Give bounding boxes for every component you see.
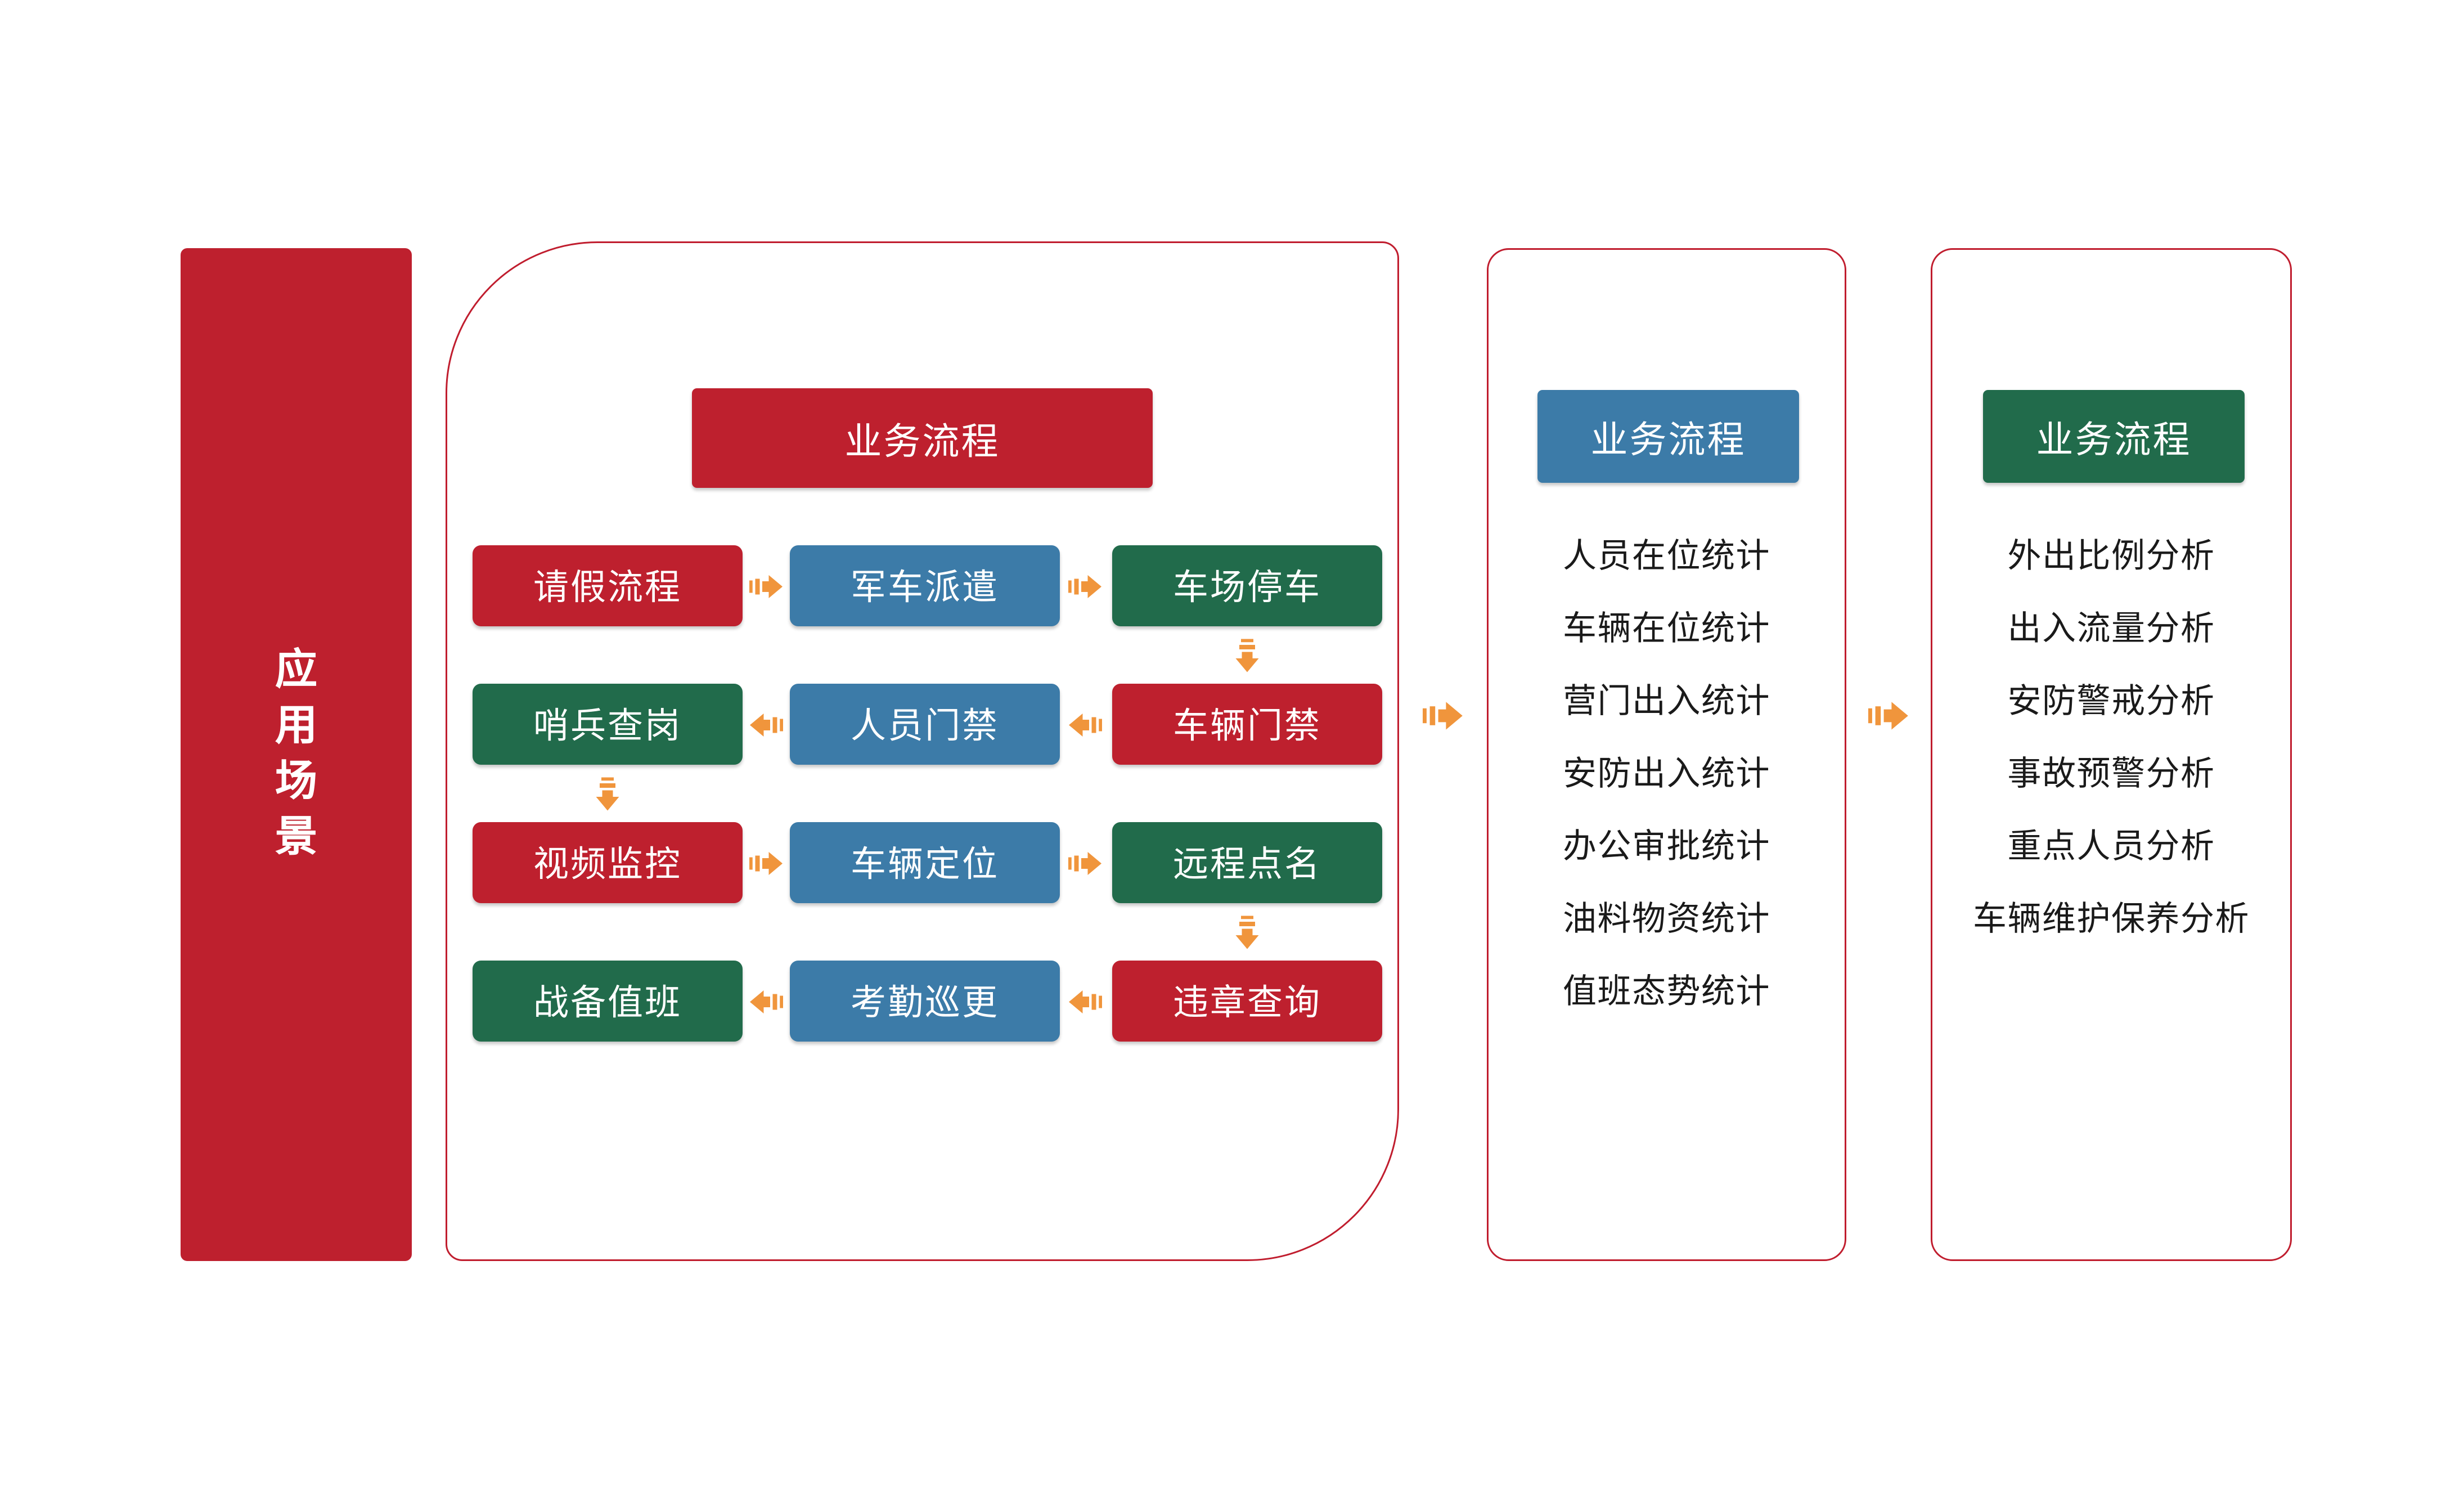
- application-scenario-banner: 应用场景: [181, 248, 412, 1261]
- flow-arrow-left-r4g2: [1068, 989, 1102, 1014]
- connector-arrow-flow-to-stats: [1423, 701, 1463, 731]
- analysis-header: 业务流程: [1983, 390, 2245, 483]
- flow-step-r2c3: 车辆门禁: [1112, 684, 1382, 765]
- analysis-item-3: 安防警戒分析: [2007, 684, 2215, 721]
- analysis-item-1: 外出比例分析: [2007, 539, 2215, 576]
- flow-arrow-right-r3g2: [1068, 850, 1102, 876]
- flow-arrow-down-3: [1230, 915, 1264, 949]
- sidebar-title-char: 用: [275, 702, 317, 750]
- business-flow-header: 业务流程: [692, 388, 1153, 488]
- flow-arrow-right-r3g1: [749, 850, 783, 876]
- sidebar-title-char: 场: [275, 758, 317, 805]
- flow-step-r4c3: 违章查询: [1112, 961, 1382, 1042]
- analysis-item-2: 出入流量分析: [2007, 611, 2215, 648]
- flow-arrow-right-r1g2: [1068, 573, 1102, 599]
- stats-item-1: 人员在位统计: [1563, 539, 1770, 576]
- stats-item-5: 办公审批统计: [1563, 829, 1770, 866]
- analysis-item-6: 车辆维护保养分析: [1973, 901, 2250, 939]
- flow-step-r2c1: 哨兵查岗: [473, 684, 743, 765]
- flow-arrow-left-r2g1: [749, 712, 783, 737]
- stats-item-4: 安防出入统计: [1563, 756, 1770, 793]
- flow-step-r2c2: 人员门禁: [790, 684, 1060, 765]
- flow-arrow-left-r2g2: [1068, 712, 1102, 737]
- stats-item-2: 车辆在位统计: [1563, 611, 1770, 648]
- flow-step-r4c2: 考勤巡更: [790, 961, 1060, 1042]
- flow-arrow-right-r1g1: [749, 573, 783, 599]
- stats-item-6: 油料物资统计: [1563, 901, 1770, 939]
- analysis-item-5: 重点人员分析: [2007, 829, 2215, 866]
- flow-step-r1c1: 请假流程: [473, 545, 743, 626]
- flow-step-r3c2: 车辆定位: [790, 822, 1060, 903]
- flow-step-r1c3: 车场停车: [1112, 545, 1382, 626]
- flow-step-r4c1: 战备值班: [473, 961, 743, 1042]
- sidebar-title: 应用场景: [275, 643, 317, 866]
- flow-step-r1c2: 军车派遣: [790, 545, 1060, 626]
- flow-step-r3c3: 远程点名: [1112, 822, 1382, 903]
- flow-arrow-down-1: [1230, 638, 1264, 672]
- flow-step-r3c1: 视频监控: [473, 822, 743, 903]
- flow-arrow-down-2: [591, 777, 624, 810]
- analysis-item-4: 事故预警分析: [2007, 756, 2215, 793]
- connector-arrow-stats-to-analysis: [1868, 701, 1909, 731]
- sidebar-title-char: 景: [275, 814, 317, 861]
- flow-arrow-left-r4g1: [749, 989, 783, 1014]
- sidebar-title-char: 应: [275, 647, 317, 694]
- stats-item-3: 营门出入统计: [1563, 684, 1770, 721]
- stats-item-7: 值班态势统计: [1563, 974, 1770, 1011]
- statistics-header: 业务流程: [1537, 390, 1799, 483]
